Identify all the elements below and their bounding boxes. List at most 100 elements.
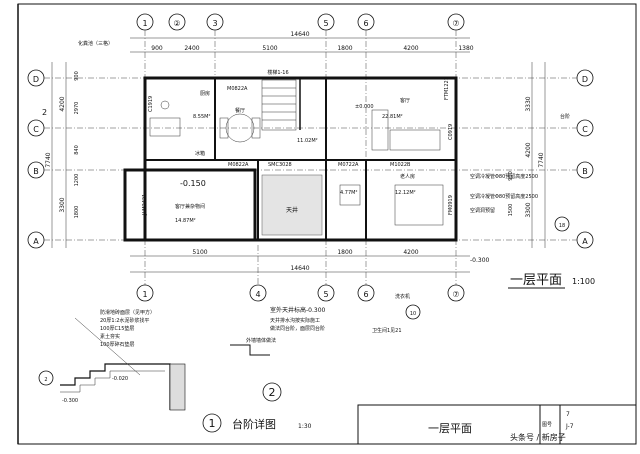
bedroom-area: 12.12M² bbox=[395, 190, 416, 196]
right-dim-2: 4200 bbox=[525, 142, 532, 157]
svg-text:5: 5 bbox=[323, 290, 328, 299]
svg-text:M1022B: M1022B bbox=[390, 162, 411, 168]
svg-text:1: 1 bbox=[142, 290, 147, 299]
staircase: 楼梯1-16 bbox=[261, 69, 297, 131]
dining-area: 11.02M² bbox=[297, 138, 318, 144]
svg-text:外墙墙体做法: 外墙墙体做法 bbox=[246, 337, 276, 344]
svg-text:18: 18 bbox=[559, 223, 565, 229]
right-axis-bubbles: D C B A bbox=[576, 69, 594, 249]
room-labels: 厨房 8.55M² 餐厅 11.02M² 客厅 22.81M² 老人房 12.1… bbox=[175, 90, 416, 224]
plan-title-text: 一层平面 bbox=[510, 273, 562, 288]
axis-top-7: ⑦ bbox=[452, 19, 459, 28]
svg-text:1800: 1800 bbox=[74, 206, 80, 219]
top-dim-1: 900 bbox=[151, 45, 163, 52]
svg-text:20厚1:2水泥砂浆找平: 20厚1:2水泥砂浆找平 bbox=[100, 317, 149, 324]
svg-text:C0919: C0919 bbox=[448, 124, 454, 140]
svg-text:1800: 1800 bbox=[337, 249, 352, 256]
svg-text:4200: 4200 bbox=[403, 249, 418, 256]
svg-text:10: 10 bbox=[410, 311, 416, 317]
plan-title: 一层平面 1:100 bbox=[508, 273, 595, 289]
svg-text:⑦: ⑦ bbox=[452, 290, 459, 299]
svg-text:JLM2421: JLM2421 bbox=[142, 194, 148, 216]
svg-text:室外天井标高-0.300: 室外天井标高-0.300 bbox=[270, 306, 326, 314]
detail-1-num: 1 bbox=[209, 417, 216, 430]
kitchen-label: 厨房 bbox=[200, 90, 210, 97]
top-dim-2: 2400 bbox=[184, 45, 199, 52]
toilet-area: 4.77M² bbox=[340, 190, 357, 196]
svg-text:空调洞预留: 空调洞预留 bbox=[470, 207, 495, 214]
sheet-number: J-7 bbox=[565, 423, 574, 430]
detail-2-num: 2 bbox=[269, 386, 276, 399]
hall-elevation: -0.150 bbox=[180, 179, 206, 188]
axis-top-1: 1 bbox=[142, 19, 147, 28]
axis-top-2: ② bbox=[173, 19, 180, 28]
door-tags: M0822A M0822A M0722A M1022B SMC3028 JLM2… bbox=[142, 77, 454, 216]
axis-top-3: 3 bbox=[212, 19, 217, 28]
left-axis-bubbles: D C B A bbox=[27, 69, 45, 249]
axis-right-a: A bbox=[582, 237, 588, 246]
svg-text:天井排水沟按实际施工: 天井排水沟按实际施工 bbox=[270, 317, 320, 324]
svg-text:M0822A: M0822A bbox=[227, 86, 248, 92]
svg-text:2: 2 bbox=[44, 377, 47, 383]
svg-text:FM0919: FM0919 bbox=[448, 195, 454, 215]
left-dim-1: 4200 bbox=[59, 96, 66, 111]
svg-text:素土夯实: 素土夯实 bbox=[100, 333, 120, 340]
top-axis-bubbles: 1 ② 3 5 6 ⑦ bbox=[136, 13, 465, 31]
svg-text:做法同台阶，面层同台阶: 做法同台阶，面层同台阶 bbox=[270, 325, 325, 332]
svg-text:7: 7 bbox=[566, 411, 570, 418]
living-elevation: ±0.000 bbox=[355, 104, 374, 110]
right-dim-3: 3300 bbox=[525, 202, 532, 217]
svg-text:-0.300: -0.300 bbox=[62, 398, 78, 404]
svg-text:900: 900 bbox=[508, 171, 514, 181]
svg-text:-0.020: -0.020 bbox=[112, 376, 128, 382]
svg-text:4: 4 bbox=[255, 290, 260, 299]
svg-text:空调冷凝管Φ80预留高度2500: 空调冷凝管Φ80预留高度2500 bbox=[470, 173, 538, 180]
svg-text:-0.300: -0.300 bbox=[470, 257, 490, 264]
svg-text:图号: 图号 bbox=[542, 422, 552, 428]
svg-text:2: 2 bbox=[42, 108, 47, 117]
svg-text:M0822A: M0822A bbox=[228, 162, 249, 168]
svg-text:空调冷凝管Φ80预留高度2500: 空调冷凝管Φ80预留高度2500 bbox=[470, 193, 538, 200]
svg-text:100厚碎石垫层: 100厚碎石垫层 bbox=[100, 341, 135, 348]
bottom-axis-bubbles: 1 4 5 6 ⑦ bbox=[136, 284, 465, 302]
svg-text:2970: 2970 bbox=[74, 102, 80, 115]
dining-label: 餐厅 bbox=[235, 107, 245, 114]
svg-text:洗衣机: 洗衣机 bbox=[395, 293, 410, 300]
svg-text:SMC3028: SMC3028 bbox=[268, 162, 292, 168]
kitchen-area: 8.55M² bbox=[193, 114, 210, 120]
title-block: 一层平面 图号 7 J-7 头条号 / 新房子 bbox=[357, 404, 637, 445]
axis-left-b: B bbox=[33, 167, 39, 176]
plan-scale: 1:100 bbox=[572, 277, 595, 286]
top-dim-6: 1380 bbox=[458, 45, 473, 52]
axis-top-6: 6 bbox=[363, 19, 368, 28]
axis-left-a: A bbox=[33, 237, 39, 246]
courtyard: 天井 bbox=[261, 174, 323, 236]
axis-right-c: C bbox=[582, 125, 588, 134]
svg-text:1500: 1500 bbox=[508, 204, 514, 217]
top-dim-3: 5100 bbox=[262, 45, 277, 52]
top-dimensions: 14640 900 2400 5100 1800 4200 1380 bbox=[130, 31, 474, 53]
right-dimensions: 7740 3330 4200 3300 900 1500 bbox=[508, 62, 546, 248]
right-dim-1: 3330 bbox=[525, 96, 532, 111]
fridge-label: 冰箱 bbox=[195, 150, 205, 157]
detail-scale: 1:30 bbox=[298, 423, 312, 430]
annotations: 化粪池（三格） 空调冷凝管Φ80预留高度2500 空调冷凝管Φ80预留高度250… bbox=[42, 40, 570, 334]
stairs-label: 楼梯1-16 bbox=[267, 69, 288, 76]
watermark: 头条号 / 新房子 bbox=[510, 432, 566, 442]
svg-text:6: 6 bbox=[363, 290, 368, 299]
axis-right-d: D bbox=[582, 75, 588, 84]
svg-text:M0722A: M0722A bbox=[338, 162, 359, 168]
svg-text:FTM1221: FTM1221 bbox=[444, 77, 450, 100]
svg-text:防滑地砖面层（见甲方）: 防滑地砖面层（见甲方） bbox=[100, 309, 155, 316]
step-detail: 防滑地砖面层（见甲方） 20厚1:2水泥砂浆找平 100厚C15垫层 素土夯实 … bbox=[38, 309, 312, 433]
axis-left-d: D bbox=[33, 75, 39, 84]
top-dim-4: 1800 bbox=[337, 45, 352, 52]
axis-right-b: B bbox=[582, 167, 588, 176]
grid-lines bbox=[44, 30, 577, 285]
hall-area: 14.87M² bbox=[175, 218, 196, 224]
bedroom-label: 老人房 bbox=[400, 173, 415, 180]
axis-top-5: 5 bbox=[323, 19, 328, 28]
svg-text:100厚C15垫层: 100厚C15垫层 bbox=[100, 325, 134, 332]
top-total-dim: 14640 bbox=[290, 31, 309, 38]
